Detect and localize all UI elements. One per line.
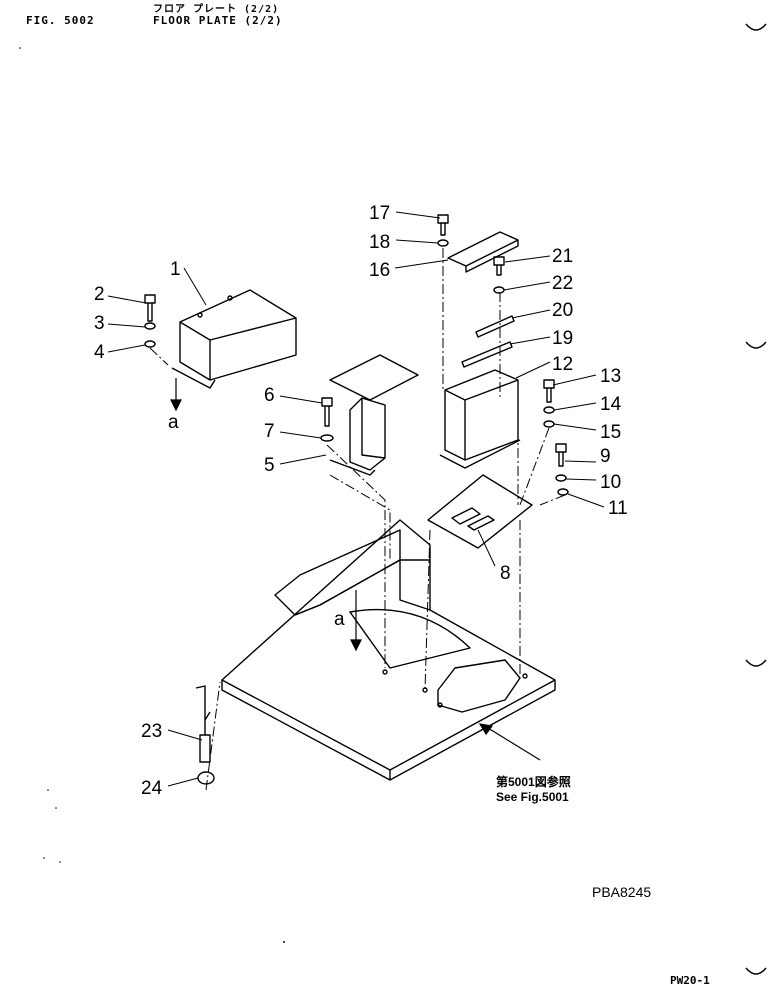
scan-specks xyxy=(19,47,285,943)
callout-19: 19 xyxy=(552,328,573,349)
part-12-box xyxy=(439,369,521,469)
callout-20: 20 xyxy=(552,300,573,321)
part-5-bracket xyxy=(329,354,419,476)
drawing-code: PBA8245 xyxy=(592,884,652,900)
figure-title: FLOOR PLATE (2/2) xyxy=(153,14,283,27)
binder-hole-mark xyxy=(745,341,767,349)
floor-plate xyxy=(221,519,556,781)
binder-hole-mark xyxy=(745,967,767,975)
part-1-cover xyxy=(171,289,297,389)
fastener-bolts xyxy=(144,214,569,496)
callout-23: 23 xyxy=(141,721,162,742)
leader-lines xyxy=(107,211,605,787)
callout-15: 15 xyxy=(600,422,621,443)
callout-13: 13 xyxy=(600,366,621,387)
part-20-strap xyxy=(475,315,515,338)
callout-17: 17 xyxy=(369,203,390,224)
figure-code: FIG. 5002 xyxy=(26,14,95,27)
callout-24: 24 xyxy=(141,778,163,799)
callout-16: 16 xyxy=(369,260,390,281)
callout-6: 6 xyxy=(264,385,275,406)
callout-21: 21 xyxy=(552,246,573,267)
reference-note: See Fig.5001 xyxy=(496,790,569,804)
callout-2: 2 xyxy=(94,284,105,305)
part-23-rod xyxy=(195,685,211,763)
part-8-plate xyxy=(427,474,533,549)
callout-4: 4 xyxy=(94,342,105,363)
flow-arrows xyxy=(170,378,541,761)
callout-18: 18 xyxy=(369,232,390,253)
callout-12: 12 xyxy=(552,354,573,375)
callout-9: 9 xyxy=(600,446,611,467)
connection-mark-a-upper: a xyxy=(168,412,179,433)
callout-1: 1 xyxy=(170,259,181,280)
callout-11: 11 xyxy=(608,498,628,519)
callout-22: 22 xyxy=(552,273,573,294)
connection-mark-a-lower: a xyxy=(334,609,345,630)
part-24-grommet xyxy=(197,771,215,785)
binder-hole-mark xyxy=(745,659,767,667)
reference-note-japanese: 第5001図参照 xyxy=(496,774,571,789)
callout-10: 10 xyxy=(600,472,621,493)
callout-7: 7 xyxy=(264,421,275,442)
page-code: PW20-1 xyxy=(670,974,710,987)
callout-3: 3 xyxy=(94,313,105,334)
part-16-bracket xyxy=(447,231,519,273)
callout-8: 8 xyxy=(500,563,511,584)
figure-title-japanese: フロア プレート (2/2) xyxy=(153,4,280,15)
binder-hole-mark xyxy=(745,23,767,31)
callout-14: 14 xyxy=(600,394,622,415)
part-19-strap xyxy=(461,341,513,368)
alignment-lines xyxy=(149,248,566,791)
callout-5: 5 xyxy=(264,455,275,476)
